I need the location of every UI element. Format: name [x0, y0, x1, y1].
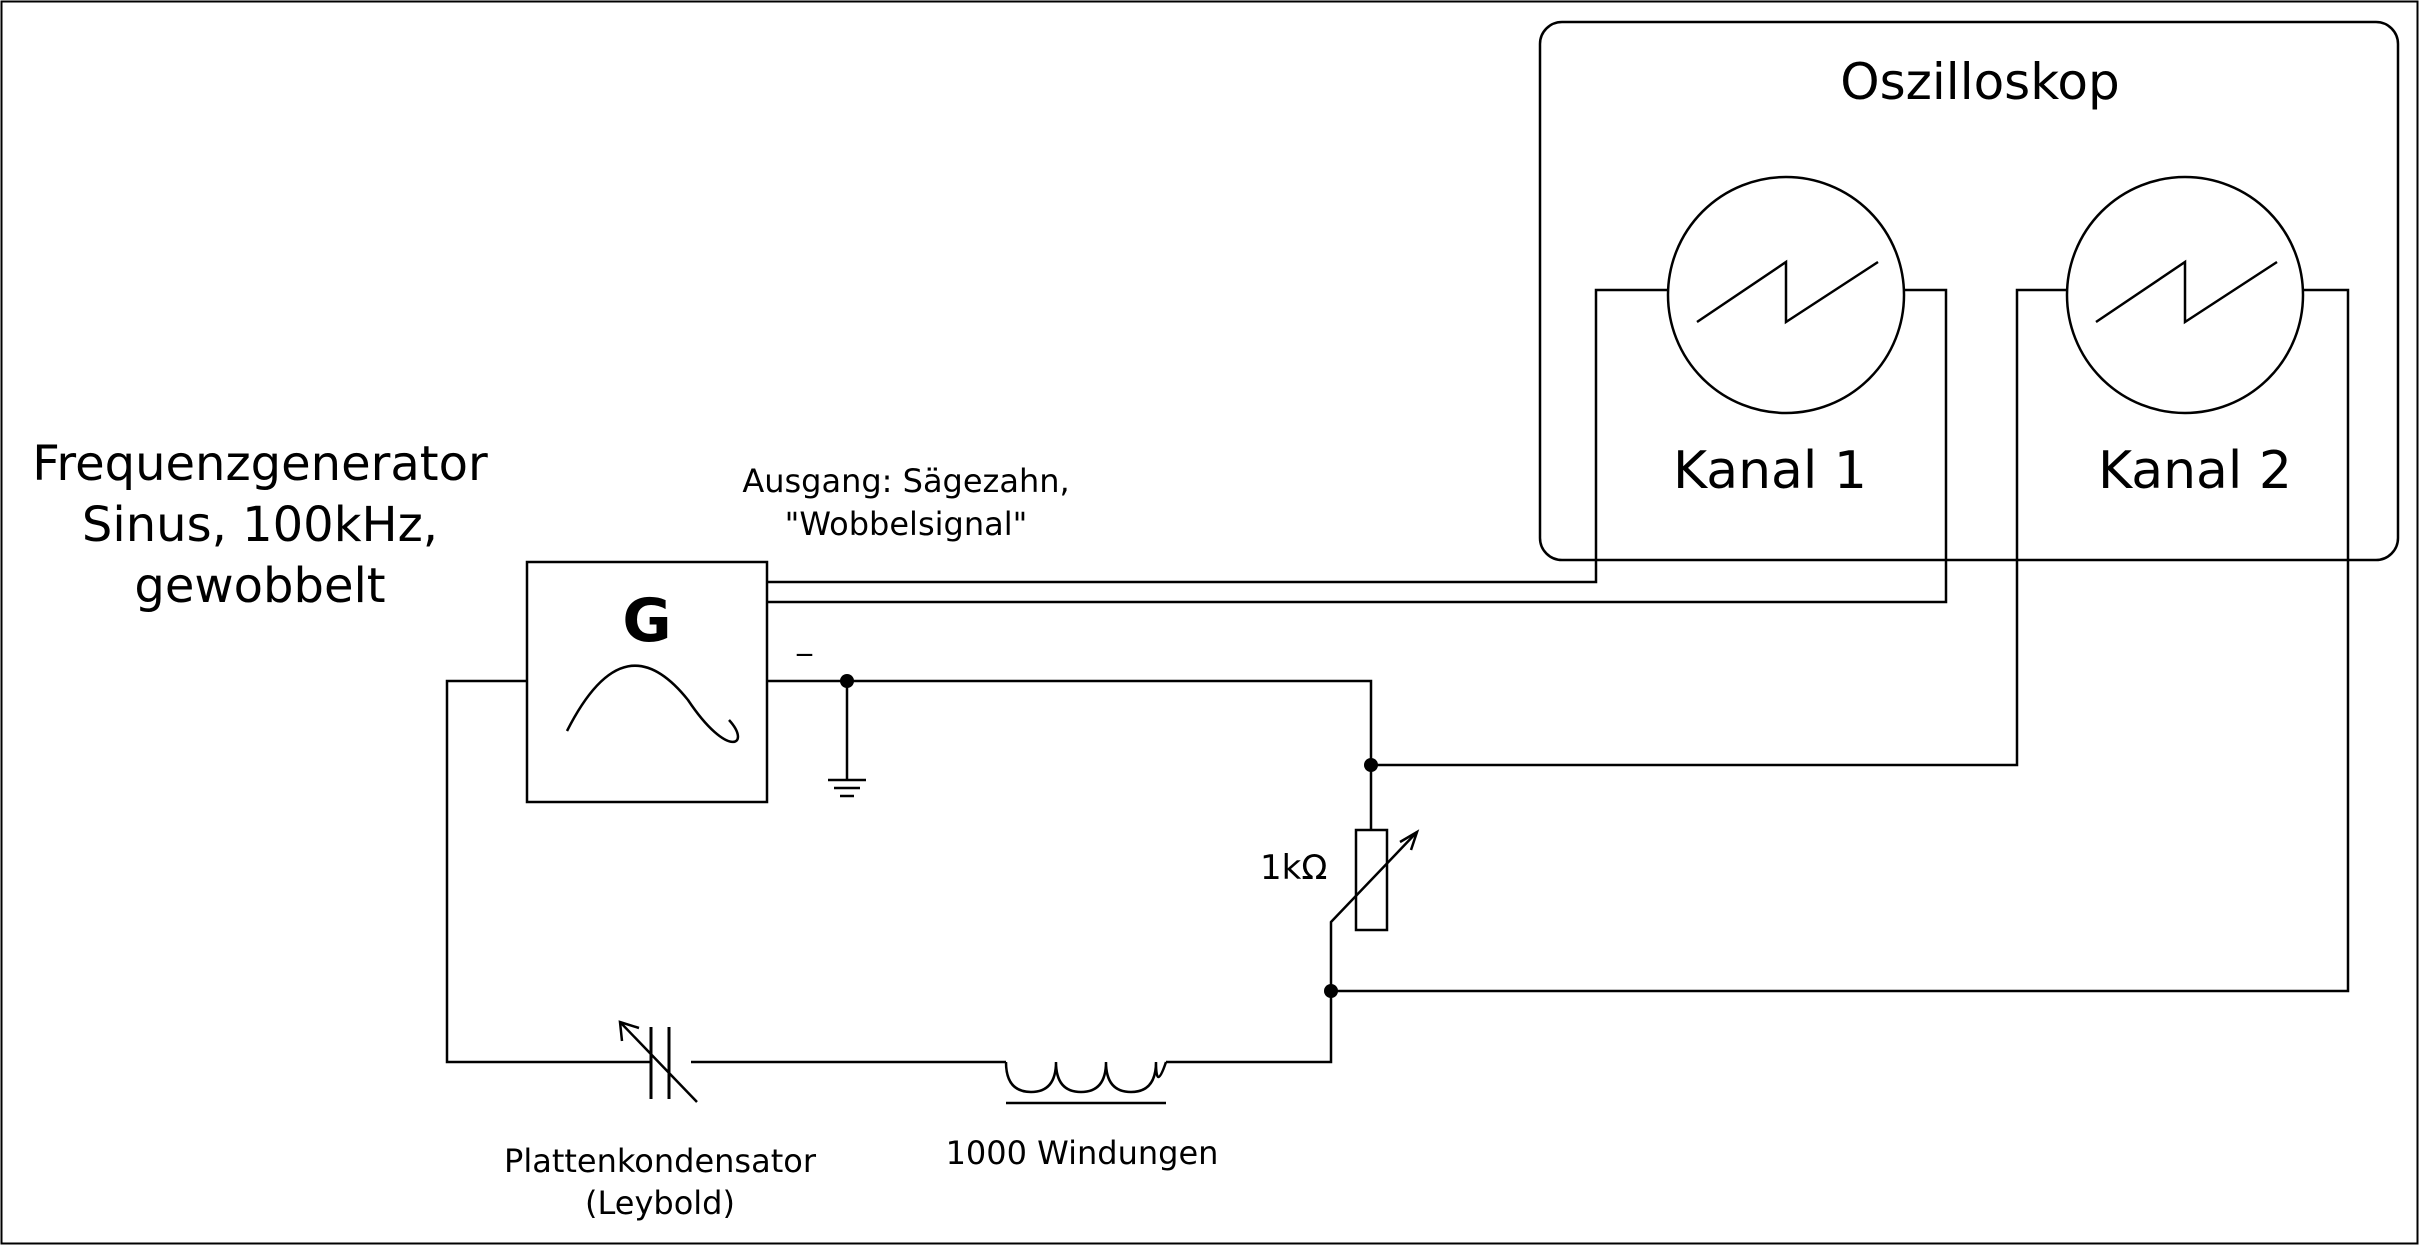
wire-coil-to-node [1166, 991, 1333, 1064]
junction-dot-ch2-return [1324, 984, 1338, 998]
resistor-arrow-icon [1399, 829, 1420, 851]
channel1-screen [1666, 175, 1906, 415]
channel1-sawtooth-icon [1696, 259, 1879, 325]
wire-ch2-signal [1371, 288, 2067, 767]
generator-title-line-2: Sinus, 100kHz, [81, 497, 439, 553]
coil-label: 1000 Windungen [945, 1134, 1219, 1172]
oscilloscope-box [1538, 20, 2400, 562]
wire-ch1-signal [767, 288, 1668, 584]
ground-mark-label: _ [797, 622, 812, 657]
channel1-label: Kanal 1 [1673, 441, 1867, 501]
capacitor-variable-line [619, 1021, 698, 1103]
wire-left-loop [445, 679, 651, 1064]
generator-title-line-1: Frequenzgenerator [32, 436, 488, 492]
channel2-label: Kanal 2 [2098, 441, 2292, 501]
oscilloscope-title: Oszilloskop [1840, 53, 2120, 111]
generator-output-line-2: "Wobbelsignal" [784, 505, 1028, 543]
wire-top-loop [767, 679, 1373, 830]
wire-ch1-return [767, 288, 1948, 604]
channel2-sawtooth-icon [2095, 259, 2278, 325]
generator-title-line-3: gewobbelt [134, 558, 386, 614]
capacitor-arrow-icon [618, 1020, 640, 1042]
wire-ch2-return [1331, 288, 2350, 993]
generator-output-line-1: Ausgang: Sägezahn, [742, 462, 1070, 500]
resistor-body [1354, 828, 1389, 932]
junction-dot-ch2-signal [1364, 758, 1378, 772]
sine-wave-icon [565, 664, 740, 744]
capacitor-label-line-1: Plattenkondensator [504, 1142, 816, 1180]
channel2-screen [2065, 175, 2305, 415]
junction-dot-ground [840, 674, 854, 688]
generator-symbol: G [622, 586, 672, 656]
resistor-wiper [1329, 831, 1418, 991]
capacitor-label-line-2: (Leybold) [585, 1184, 735, 1222]
coil-windings [1004, 1061, 1168, 1094]
resistor-label: 1kΩ [1260, 848, 1328, 888]
